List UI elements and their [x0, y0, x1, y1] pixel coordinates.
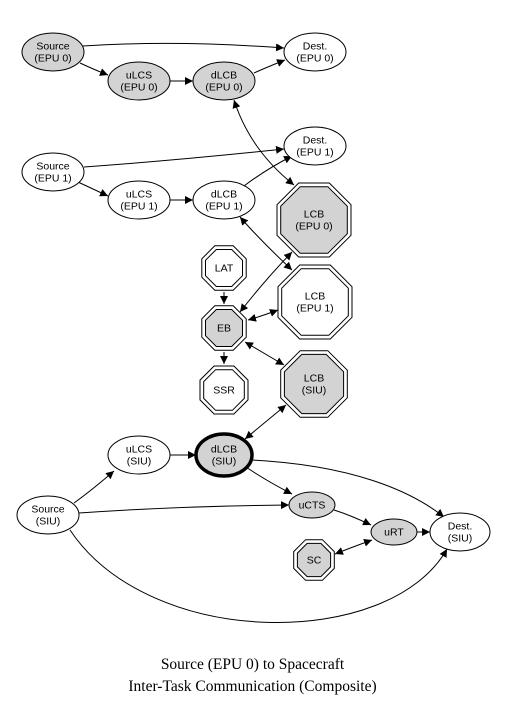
- node-label: Dest.: [303, 41, 328, 53]
- edge-source-epu1-to-ulcs-epu1: [77, 181, 109, 197]
- node-source-epu0: Source(EPU 0): [21, 32, 85, 72]
- node-lat: LAT: [201, 245, 247, 291]
- node-label: (EPU 1): [205, 201, 242, 213]
- node-label: (SIU): [127, 456, 152, 468]
- node-label: SSR: [213, 385, 235, 397]
- node-ulcs-siu: uLCS(SIU): [107, 435, 171, 475]
- node-source-siu: Source(SIU): [16, 495, 80, 535]
- node-dest-siu: Dest.(SIU): [429, 512, 491, 552]
- node-ssr: SSR: [199, 365, 249, 415]
- edge-source-epu1-to-dest-epu1: [83, 145, 285, 168]
- edge-ucts-to-urt: [333, 509, 372, 526]
- node-label: LCB: [304, 209, 324, 221]
- node-ucts: uCTS: [288, 491, 336, 519]
- node-layer: Source(EPU 0)Dest.(EPU 0)uLCS(EPU 0)dLCB…: [16, 32, 491, 581]
- node-label: (EPU 0): [296, 53, 333, 65]
- caption-subtitle: Inter-Task Communication (Composite): [128, 678, 377, 695]
- node-dlcb-siu: dLCB(SIU): [194, 432, 254, 478]
- edge-eb-to-lcb-epu0: [239, 251, 293, 313]
- node-label: Source: [31, 504, 64, 516]
- node-label: LAT: [215, 263, 234, 275]
- node-label: (SIU): [302, 385, 327, 397]
- node-lcb-siu: LCB(SIU): [280, 350, 348, 418]
- caption-title: Source (EPU 0) to Spacecraft: [160, 656, 345, 673]
- node-label: (SIU): [448, 533, 473, 545]
- node-label: LCB: [304, 373, 324, 385]
- node-label: LCB: [305, 291, 325, 303]
- node-lcb-epu0: LCB(EPU 0): [276, 182, 352, 258]
- node-label: EB: [217, 323, 231, 335]
- edge-source-siu-to-ucts: [78, 501, 290, 514]
- edge-eb-to-lcb-epu1: [247, 309, 279, 322]
- node-ulcs-epu1: uLCS(EPU 1): [107, 180, 171, 220]
- node-label: uLCS: [126, 444, 152, 456]
- node-label: (EPU 0): [295, 221, 332, 233]
- node-sc: SC: [293, 539, 335, 581]
- node-label: (EPU 1): [296, 303, 333, 315]
- edge-source-epu0-to-dest-epu0: [82, 42, 285, 52]
- edge-source-siu-to-dest-siu: [69, 529, 448, 624]
- node-label: (EPU 0): [205, 82, 242, 94]
- edge-eb-to-lcb-siu: [244, 341, 285, 366]
- node-label: (SIU): [212, 456, 237, 468]
- node-source-epu1: Source(EPU 1): [21, 152, 85, 192]
- node-label: uCTS: [299, 500, 326, 512]
- node-label: SC: [307, 555, 322, 567]
- node-label: (EPU 1): [120, 201, 157, 213]
- node-label: uLCS: [126, 70, 152, 82]
- node-label: dLCB: [211, 444, 237, 456]
- node-label: (SIU): [36, 516, 61, 528]
- node-label: (EPU 0): [120, 82, 157, 94]
- node-label: uRT: [384, 527, 404, 539]
- node-label: uLCS: [126, 189, 152, 201]
- node-label: dLCB: [211, 70, 237, 82]
- node-label: (EPU 1): [296, 147, 333, 159]
- node-label: (EPU 0): [34, 53, 71, 65]
- node-label: Source: [36, 41, 69, 53]
- node-urt: uRT: [370, 518, 418, 546]
- edge-dlcb-epu0-to-lcb-epu0: [232, 99, 295, 186]
- edge-dlcb-siu-to-ucts: [245, 466, 293, 495]
- edge-source-epu0-to-ulcs-epu0: [79, 62, 109, 76]
- edge-dlcb-epu0-to-dest-epu0: [253, 59, 286, 74]
- edge-sc-to-urt: [334, 538, 373, 555]
- node-label: Source: [36, 161, 69, 173]
- node-label: Dest.: [448, 521, 473, 533]
- node-ulcs-epu0: uLCS(EPU 0): [107, 61, 171, 101]
- node-dest-epu0: Dest.(EPU 0): [283, 32, 347, 72]
- edge-layer: [69, 42, 448, 624]
- node-label: dLCB: [211, 189, 237, 201]
- node-label: (EPU 1): [34, 173, 71, 185]
- node-lcb-epu1: LCB(EPU 1): [277, 264, 353, 340]
- node-dest-epu1: Dest.(EPU 1): [283, 126, 347, 166]
- edge-dlcb-epu1-to-dest-epu1: [243, 155, 293, 187]
- edge-dlcb-siu-to-dest-siu: [251, 459, 445, 518]
- node-eb: EB: [201, 305, 247, 351]
- node-dlcb-epu1: dLCB(EPU 1): [192, 180, 256, 220]
- node-label: Dest.: [303, 135, 328, 147]
- node-dlcb-epu0: dLCB(EPU 0): [192, 61, 256, 101]
- edge-source-siu-to-ulcs-siu: [73, 470, 115, 504]
- edge-dlcb-siu-to-lcb-siu: [244, 404, 287, 440]
- communication-graph: Source(EPU 0)Dest.(EPU 0)uLCS(EPU 0)dLCB…: [16, 32, 491, 624]
